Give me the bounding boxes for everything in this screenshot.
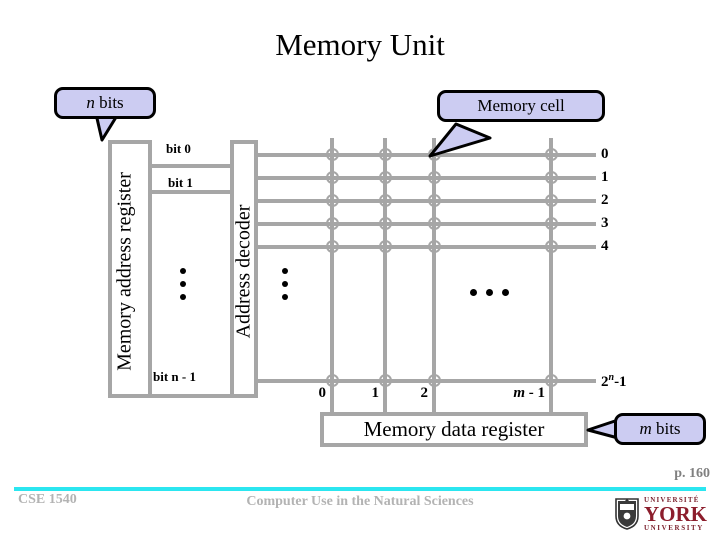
- row-wire-0: [258, 153, 596, 157]
- memory-cell[interactable]: [379, 217, 392, 230]
- row-label-last-base: 2: [601, 374, 609, 390]
- memory-address-register-label: Memory address register: [113, 172, 136, 371]
- col-wire-last: [549, 138, 553, 416]
- row-label-1: 1: [601, 169, 609, 185]
- mar-ellipsis: [180, 268, 187, 307]
- memory-cell[interactable]: [326, 148, 339, 161]
- col-wire-2: [432, 138, 436, 416]
- row-wire-3: [258, 222, 596, 226]
- memory-cell[interactable]: [545, 217, 558, 230]
- bit-label-1: bit 1: [168, 175, 193, 190]
- footer-divider: [14, 487, 706, 491]
- logo-line-main: YORK: [644, 501, 707, 526]
- n-bits-prefix: n: [86, 93, 95, 112]
- course-code: CSE 1540: [18, 492, 77, 507]
- memory-cell[interactable]: [428, 194, 441, 207]
- memory-cell[interactable]: [326, 171, 339, 184]
- row-wire-4: [258, 245, 596, 249]
- row-label-last: 2n-1: [601, 372, 627, 391]
- memory-cell[interactable]: [545, 171, 558, 184]
- row-label-0: 0: [601, 146, 609, 162]
- row-label-last-tail: -1: [614, 374, 627, 390]
- m-bits-prefix: m: [639, 419, 652, 438]
- memory-cell[interactable]: [428, 217, 441, 230]
- memory-cell[interactable]: [326, 374, 339, 387]
- address-decoder-box[interactable]: [230, 140, 258, 398]
- grid-ellipsis: [470, 289, 509, 296]
- decoder-ellipsis: [282, 268, 289, 307]
- memory-cell[interactable]: [545, 240, 558, 253]
- logo-line-top: UNIVERSITÉ: [644, 495, 700, 504]
- row-wire-1: [258, 176, 596, 180]
- row-label-last-exp: n: [608, 372, 615, 383]
- bit-label-0: bit 0: [166, 141, 191, 156]
- memory-cell[interactable]: [379, 374, 392, 387]
- memory-cell[interactable]: [428, 171, 441, 184]
- col-label-0: 0: [318, 385, 327, 401]
- bit-label-n: bit n - 1: [153, 369, 196, 384]
- col-label-2: 2: [420, 385, 429, 401]
- memory-cell[interactable]: [428, 374, 441, 387]
- memory-data-register-label: Memory data register: [363, 417, 545, 441]
- mar-bitn-wire: [152, 394, 230, 398]
- memory-cell[interactable]: [545, 194, 558, 207]
- col-label-last-suffix: - 1: [525, 385, 545, 401]
- col-label-last: m - 1: [480, 385, 545, 402]
- memory-cell[interactable]: [326, 194, 339, 207]
- row-wire-last: [258, 379, 596, 383]
- page-number: p. 160: [674, 466, 710, 481]
- memory-address-register-box[interactable]: [108, 140, 152, 398]
- memory-cell-callout-tail: [428, 122, 492, 158]
- row-wire-2: [258, 199, 596, 203]
- memory-cell[interactable]: [545, 374, 558, 387]
- course-subtitle: Computer Use in the Natural Sciences: [246, 494, 474, 509]
- memory-data-register-box[interactable]: Memory data register: [320, 412, 588, 447]
- memory-cell-callout[interactable]: Memory cell: [437, 90, 605, 122]
- row-label-3: 3: [601, 215, 609, 231]
- m-bits-callout[interactable]: m bits: [614, 413, 706, 445]
- col-label-1: 1: [371, 385, 380, 401]
- memory-cell[interactable]: [428, 240, 441, 253]
- logo-line-bottom: UNIVERSITY: [644, 523, 704, 532]
- memory-cell[interactable]: [545, 148, 558, 161]
- memory-cell[interactable]: [379, 240, 392, 253]
- row-label-4: 4: [601, 238, 609, 254]
- mar-bit1-wire: [152, 190, 230, 194]
- address-decoder-label: Address decoder: [232, 204, 255, 339]
- m-bits-suffix: bits: [651, 419, 681, 438]
- memory-cell[interactable]: [379, 171, 392, 184]
- n-bits-suffix: bits: [94, 93, 124, 112]
- memory-cell[interactable]: [379, 148, 392, 161]
- memory-cell[interactable]: [326, 240, 339, 253]
- page-title: Memory Unit: [275, 27, 445, 62]
- col-label-last-prefix: m: [513, 385, 525, 401]
- york-university-logo: UNIVERSITÉ YORK UNIVERSITY: [614, 494, 712, 534]
- row-label-2: 2: [601, 192, 609, 208]
- memory-cell[interactable]: [379, 194, 392, 207]
- york-crest-icon: [615, 498, 639, 530]
- col-wire-0: [330, 138, 334, 416]
- col-wire-1: [383, 138, 387, 416]
- mar-bit0-wire: [152, 164, 230, 168]
- memory-cell[interactable]: [326, 217, 339, 230]
- n-bits-callout[interactable]: n bits: [54, 87, 156, 119]
- memory-cell-callout-label: Memory cell: [477, 96, 565, 115]
